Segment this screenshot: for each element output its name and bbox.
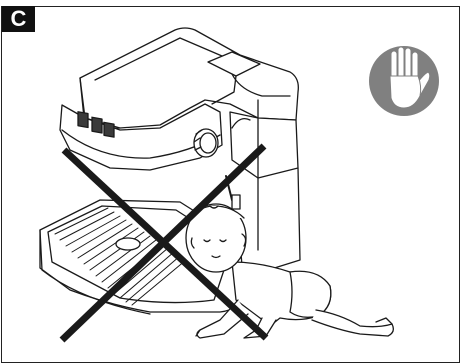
stop-hand-icon [369,46,439,116]
crawling-baby [186,204,393,338]
